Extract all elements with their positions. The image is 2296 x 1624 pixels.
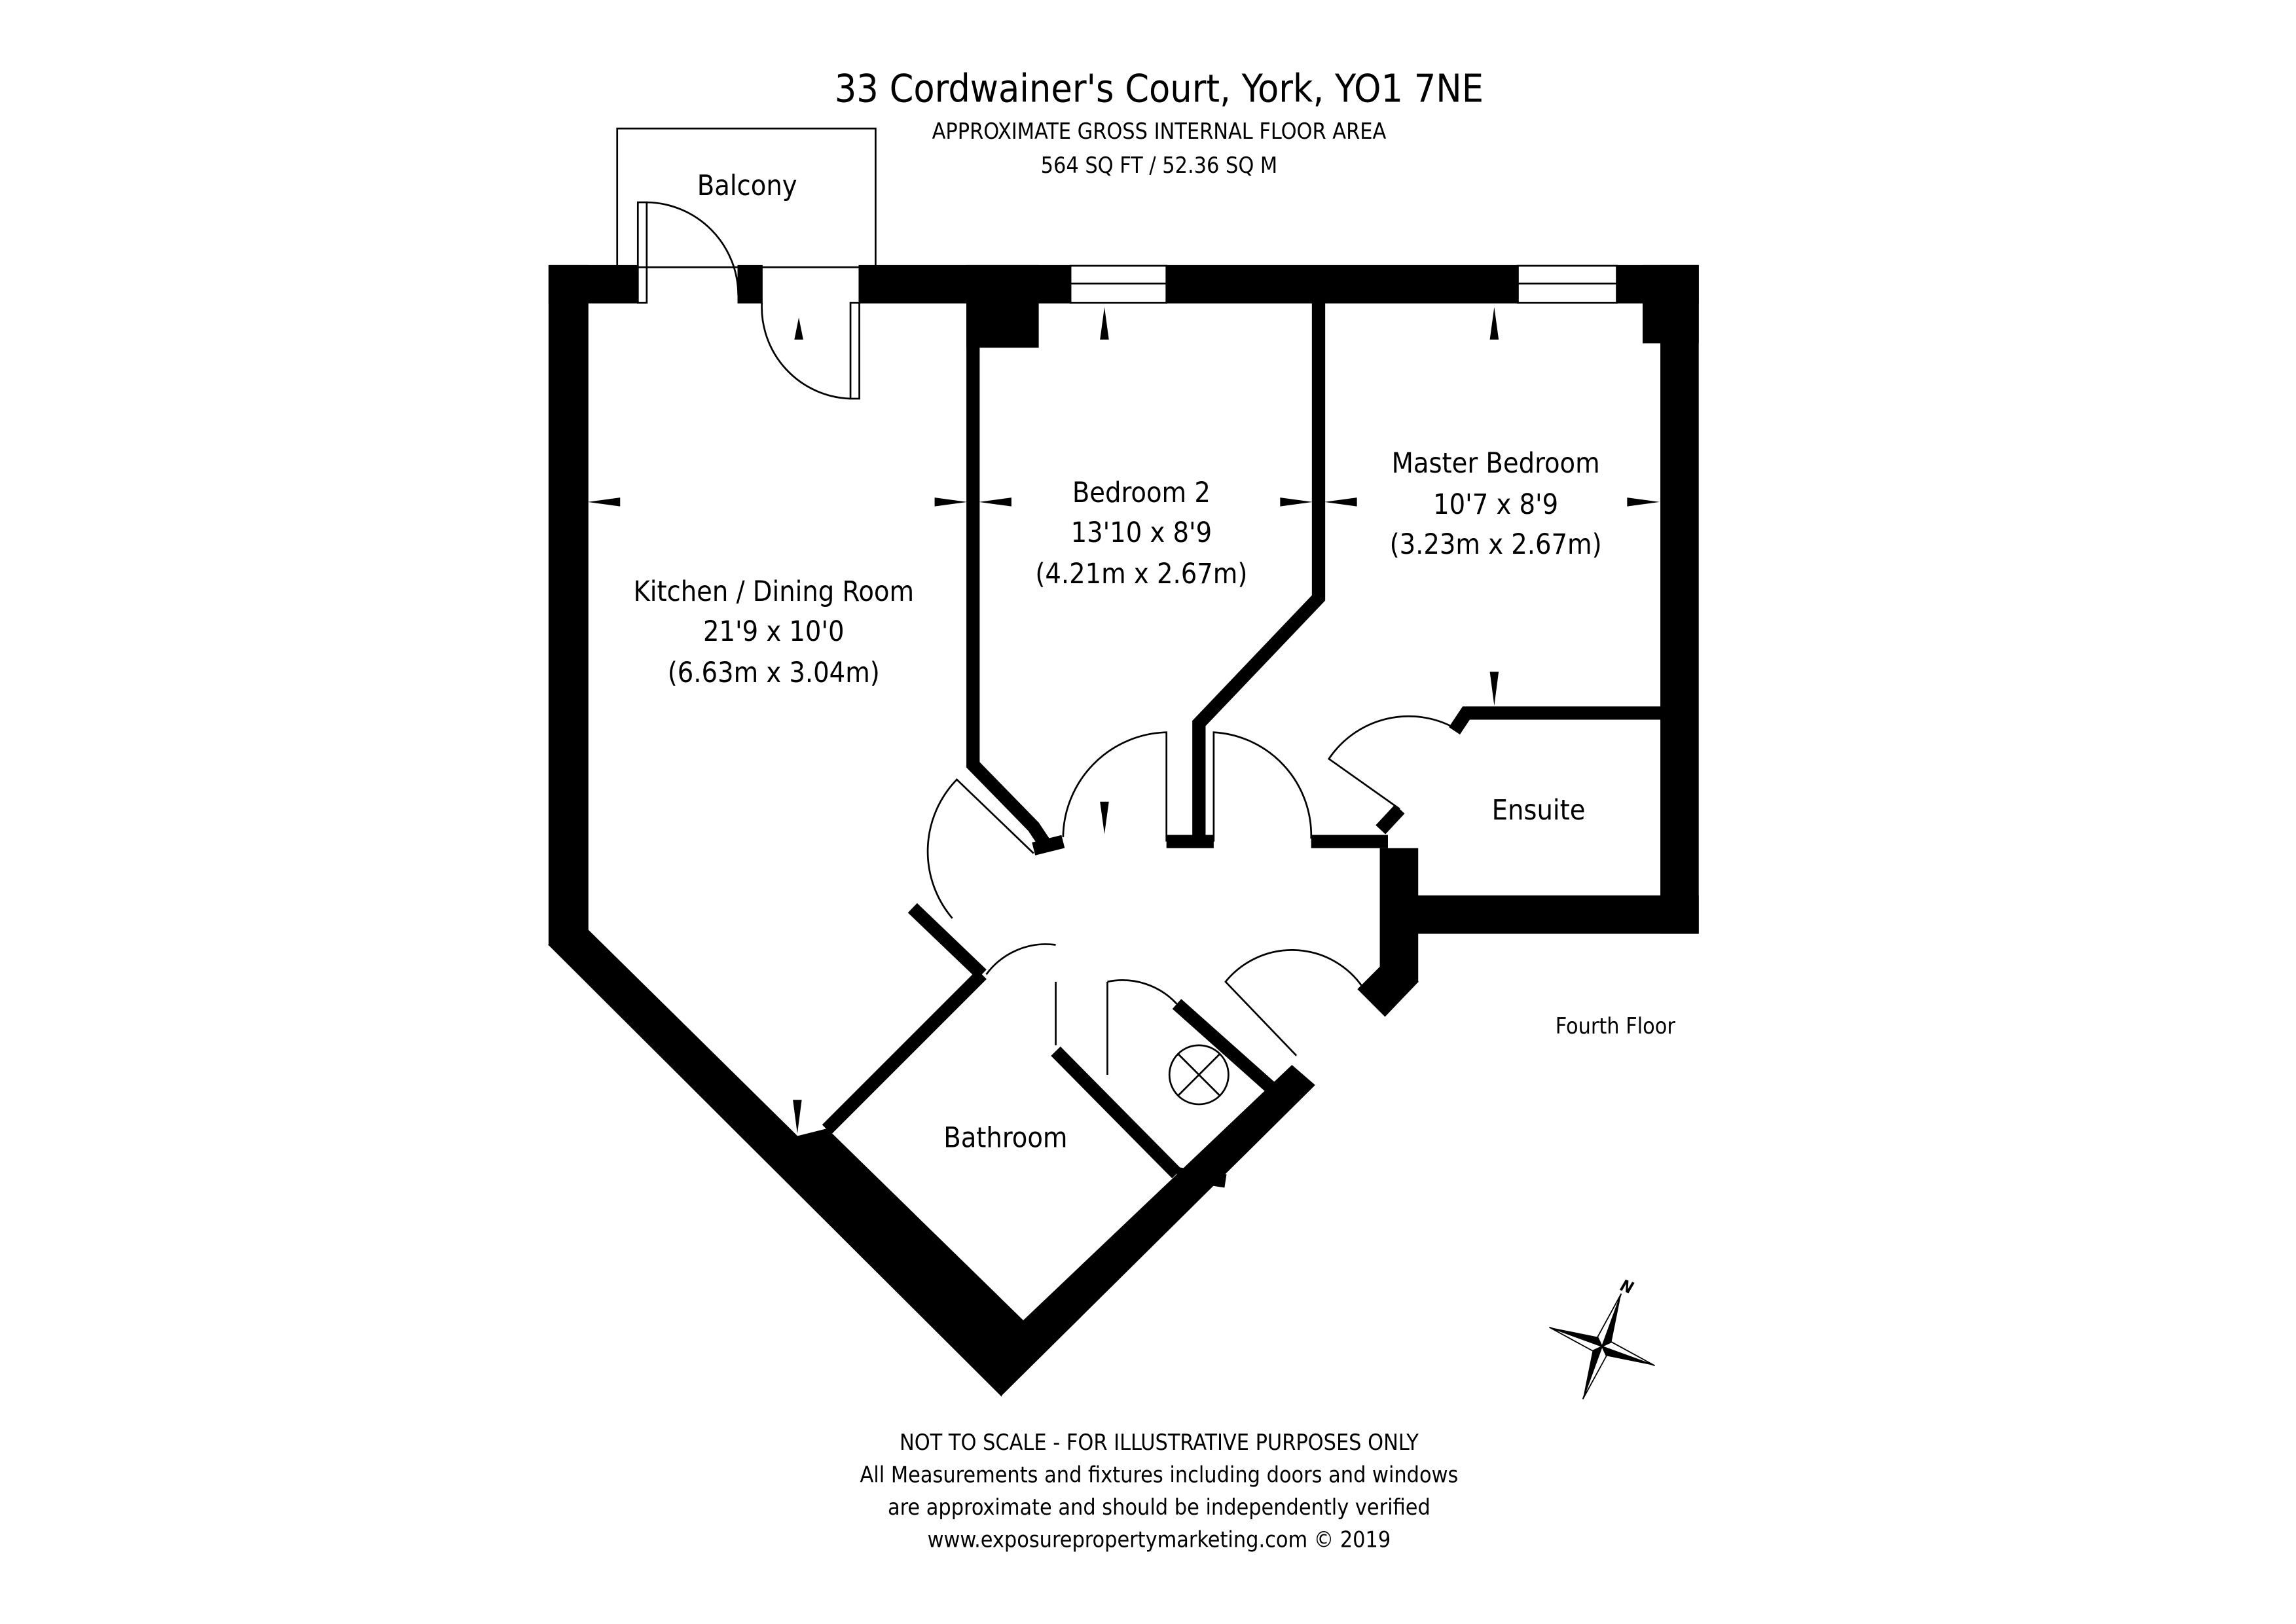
room-kitchen-imperial: 21'9 x 10'0 xyxy=(703,615,845,648)
room-bedroom2-name: Bedroom 2 xyxy=(1072,477,1211,509)
room-ensuite: Ensuite xyxy=(1492,794,1586,827)
internal-walls xyxy=(822,302,1662,1188)
walls xyxy=(547,264,1699,1397)
disclaimer-line3: are approximate and should be independen… xyxy=(888,1494,1430,1520)
disclaimer-line1: NOT TO SCALE - FOR ILLUSTRATIVE PURPOSES… xyxy=(900,1430,1419,1455)
disclaimer-line2: All Measurements and fixtures including … xyxy=(860,1462,1458,1487)
room-bedroom2-metric: (4.21m x 2.67m) xyxy=(1035,558,1247,590)
floor-label: Fourth Floor xyxy=(1556,1013,1676,1039)
website-copyright: www.exposurepropertymarketing.com © 2019 xyxy=(928,1527,1391,1553)
room-master-imperial: 10'7 x 8'9 xyxy=(1433,488,1558,521)
compass-icon: N xyxy=(1549,1276,1655,1399)
compass-north: N xyxy=(1618,1276,1636,1298)
doors xyxy=(636,201,1455,1106)
room-master-name: Master Bedroom xyxy=(1392,447,1600,480)
room-master-metric: (3.23m x 2.67m) xyxy=(1390,528,1602,561)
room-bathroom: Bathroom xyxy=(943,1121,1067,1154)
windows xyxy=(1069,264,1618,304)
measure-arrows xyxy=(587,307,1660,1134)
room-kitchen-metric: (6.63m x 3.04m) xyxy=(668,657,880,689)
plan-title: 33 Cordwainer's Court, York, YO1 7NE xyxy=(835,67,1484,111)
area-heading: APPROXIMATE GROSS INTERNAL FLOOR AREA xyxy=(932,118,1387,144)
room-balcony: Balcony xyxy=(697,170,797,202)
room-kitchen-name: Kitchen / Dining Room xyxy=(633,575,914,608)
room-bedroom2-imperial: 13'10 x 8'9 xyxy=(1071,516,1212,549)
area-value: 564 SQ FT / 52.36 SQ M xyxy=(1041,153,1278,178)
